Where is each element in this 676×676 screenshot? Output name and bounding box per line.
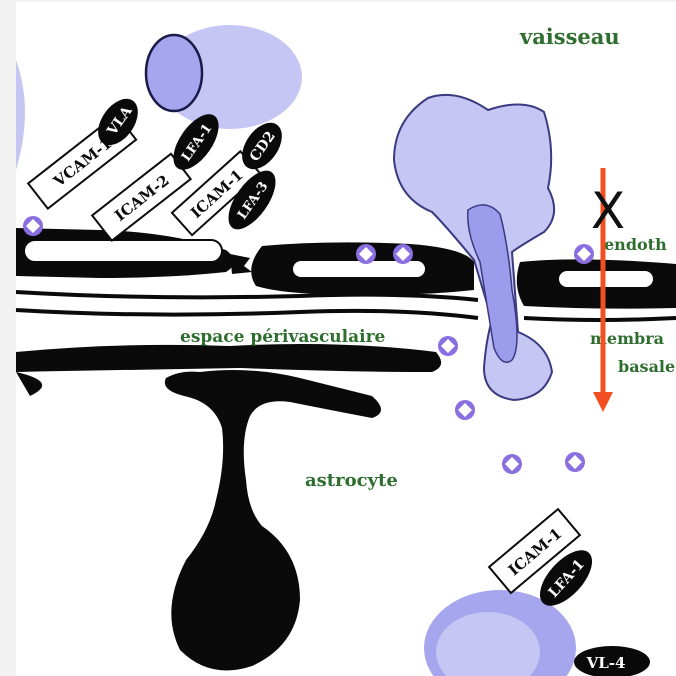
perivascular-space-label: espace périvasculaire [180,327,386,347]
chemokine-particle [502,454,522,474]
vl4-label: VL-4 [586,654,626,672]
x-mark: X [591,182,625,240]
chemokine-particle [23,216,43,236]
astrocyte-label: astrocyte [305,470,398,491]
chemokine-particle [574,244,594,264]
vessel-label: vaisseau [519,24,620,49]
chemokine-particle [438,336,458,356]
chemokine-particle [455,400,475,420]
chemokine-particle [393,244,413,264]
basal-label: basale [618,357,675,376]
chemokine-particle [565,452,585,472]
top-leukocyte-nucleus [146,35,202,111]
chemokine-particle [356,244,376,264]
